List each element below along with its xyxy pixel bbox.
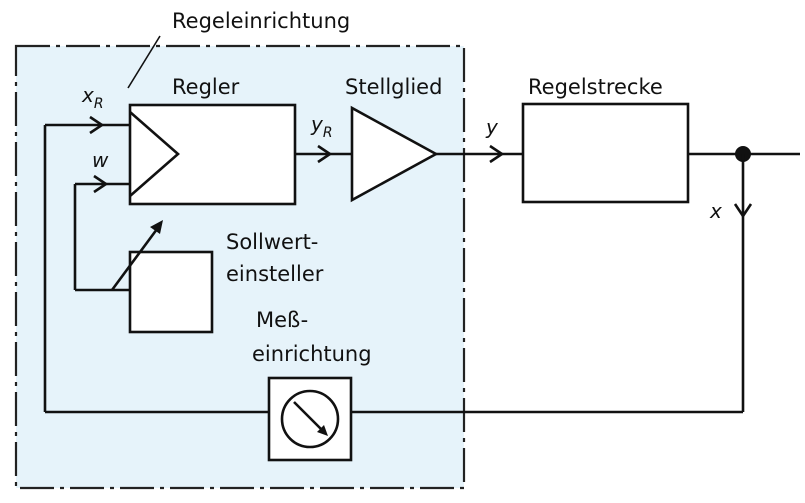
sollwerteinsteller-label-2: einsteller <box>226 262 324 286</box>
arrow-y <box>489 144 505 164</box>
arrow-w <box>93 174 109 194</box>
messeinrichtung-label-2: einrichtung <box>252 342 372 366</box>
signal-w-label: w <box>92 148 109 172</box>
regeleinrichtung-leader <box>127 35 161 89</box>
arrow-x <box>733 203 753 219</box>
sollwerteinsteller-label-1: Sollwert- <box>226 230 318 254</box>
adjustable-arrow-icon <box>110 220 163 291</box>
regelstrecke-label: Regelstrecke <box>528 75 663 99</box>
signal-y-label: y <box>485 115 499 139</box>
dial-gauge-icon <box>280 389 340 449</box>
arrow-xR <box>89 115 105 135</box>
regelstrecke-block <box>521 102 690 204</box>
messeinrichtung-label-1: Meß- <box>256 308 308 332</box>
sollwerteinsteller-block <box>128 250 214 334</box>
arrow-yR <box>317 144 333 164</box>
regeleinrichtung-label: Regeleinrichtung <box>172 9 350 33</box>
stellglied-label: Stellglied <box>345 75 442 99</box>
regler-label: Regler <box>172 75 240 99</box>
signal-yR-label: yR <box>310 112 333 141</box>
signal-x-label: x <box>709 199 722 223</box>
regler-block <box>128 103 297 206</box>
signal-xR-label: xR <box>81 83 104 112</box>
comparator-triangle-icon <box>129 111 180 197</box>
